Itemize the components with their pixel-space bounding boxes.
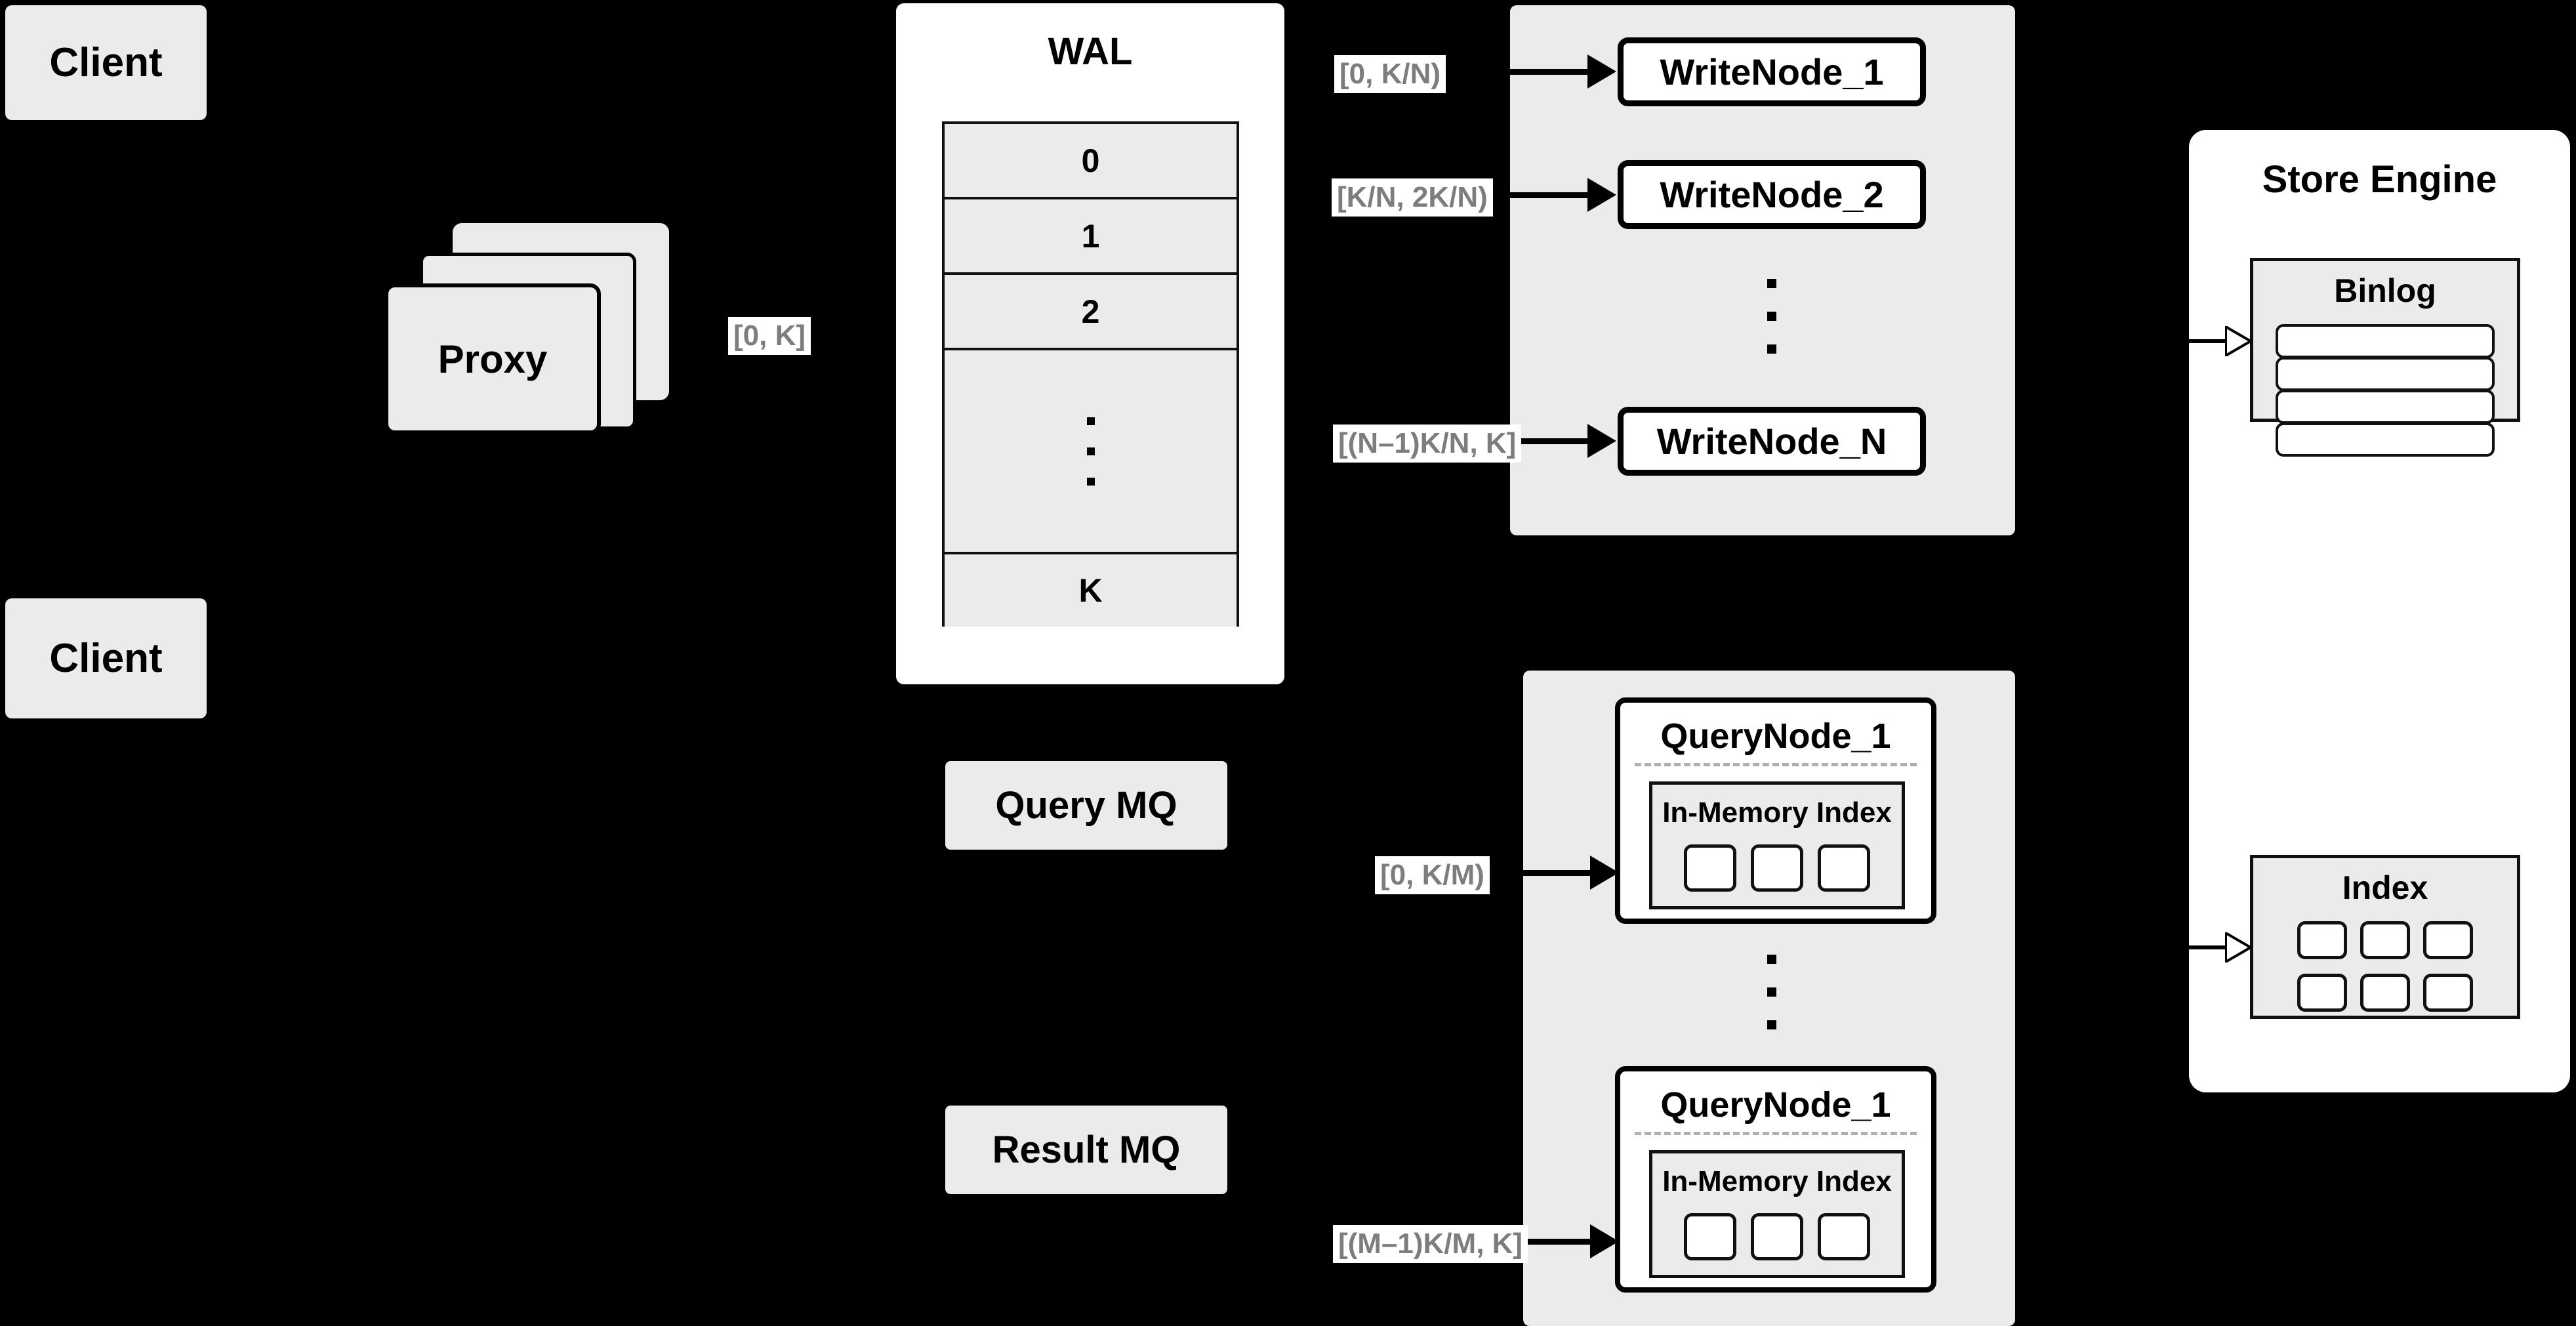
edge-label-mq-to-query-m: [(M–1)K/M, K] [1333,1225,1528,1263]
query-node-1[interactable]: QueryNode_1 In-Memory Index [1615,697,1936,924]
in-memory-index-box: In-Memory Index [1649,781,1905,909]
in-memory-index-cells [1652,1213,1902,1260]
arrow-line-to-index [2189,945,2230,949]
in-memory-index-title: In-Memory Index [1662,797,1892,829]
arrow-line-to-write-n [1510,438,1605,444]
index-grid-row [2297,921,2473,959]
index-cell[interactable] [1751,844,1803,892]
query-mq-label: Query MQ [995,784,1177,827]
index-cell[interactable] [1751,1213,1803,1260]
index-cell[interactable] [2297,921,2347,959]
arrow-head-to-write-1 [1587,54,1616,89]
wal-row-ellipsis [945,350,1237,554]
client-label: Client [49,636,163,681]
result-mq-box[interactable]: Result MQ [945,1106,1227,1194]
index-cell[interactable] [2360,921,2410,959]
index-cell[interactable] [2360,974,2410,1012]
arrow-head-to-query-1 [1590,856,1619,890]
index-cell[interactable] [1684,844,1736,892]
arrow-line-to-query-1 [1523,870,1608,876]
index-panel: Index [2250,855,2520,1019]
in-memory-index-box: In-Memory Index [1649,1150,1905,1278]
arrow-line-to-write-2 [1510,192,1605,198]
index-cell[interactable] [2297,974,2347,1012]
binlog-panel: Binlog [2250,258,2520,457]
in-memory-index-title: In-Memory Index [1662,1165,1892,1197]
index-cell[interactable] [1818,1213,1870,1260]
wal-row[interactable]: 2 [945,275,1237,350]
query-node-separator [1635,763,1917,766]
query-node-separator [1635,1132,1917,1135]
write-node-label: WriteNode_1 [1660,51,1884,93]
wal-title: WAL [1048,30,1133,73]
index-cell[interactable] [1818,844,1870,892]
client-label: Client [49,40,163,85]
index-grid-row [2297,974,2473,1012]
client-box-top[interactable]: Client [5,5,207,120]
proxy-label: Proxy [438,337,548,381]
wal-panel: WAL 0 1 2 K [896,3,1284,684]
binlog-row[interactable] [2276,390,2495,424]
query-node-title: QueryNode_1 [1660,1085,1891,1125]
in-memory-index-cells [1652,844,1902,892]
index-title: Index [2342,869,2428,906]
edge-label-wal-to-write-2: [K/N, 2K/N) [1332,178,1493,217]
store-engine-title: Store Engine [2262,158,2497,201]
binlog-rows [2276,324,2495,457]
edge-label-proxy-to-wal: [0, K] [728,317,811,355]
edge-label-mq-to-query-1: [0, K/M) [1375,856,1490,894]
write-node-label: WriteNode_N [1656,421,1887,462]
edge-label-wal-to-write-1: [0, K/N) [1334,55,1446,93]
arrow-line-to-query-m [1523,1239,1608,1245]
arrow-head-to-write-n [1587,424,1616,458]
write-node-n[interactable]: WriteNode_N [1618,407,1926,476]
wal-row[interactable]: K [945,554,1237,627]
wal-rows: 0 1 2 K [942,121,1239,627]
binlog-title: Binlog [2334,272,2436,309]
query-mq-box[interactable]: Query MQ [945,761,1227,850]
arrow-head-to-write-2 [1587,178,1616,212]
write-cluster-ellipsis [1767,279,1776,354]
client-box-bottom[interactable]: Client [5,598,207,718]
edge-label-wal-to-write-n: [(N–1)K/N, K] [1333,425,1522,463]
query-node-m[interactable]: QueryNode_1 In-Memory Index [1615,1066,1936,1293]
index-cell[interactable] [2423,921,2473,959]
arrow-line-to-write-1 [1510,69,1605,75]
proxy-box[interactable]: Proxy [384,283,601,434]
arrow-line-to-binlog [2189,339,2230,343]
wal-row[interactable]: 0 [945,124,1237,199]
query-node-title: QueryNode_1 [1660,716,1891,756]
arrow-head-hollow-index [2225,932,2251,963]
binlog-row[interactable] [2276,324,2495,358]
arrow-head-to-query-m [1590,1224,1619,1258]
wal-row[interactable]: 1 [945,199,1237,275]
arrow-head-hollow-binlog [2225,326,2251,356]
binlog-row[interactable] [2276,423,2495,457]
write-node-1[interactable]: WriteNode_1 [1618,37,1926,106]
binlog-row[interactable] [2276,357,2495,391]
write-node-label: WriteNode_2 [1660,174,1884,215]
query-cluster-ellipsis [1767,955,1776,1029]
result-mq-label: Result MQ [992,1129,1181,1171]
index-cell[interactable] [1684,1213,1736,1260]
index-grid [2253,921,2517,1012]
write-node-2[interactable]: WriteNode_2 [1618,160,1926,229]
store-engine-panel: Store Engine Binlog Index [2189,130,2570,1092]
index-cell[interactable] [2423,974,2473,1012]
